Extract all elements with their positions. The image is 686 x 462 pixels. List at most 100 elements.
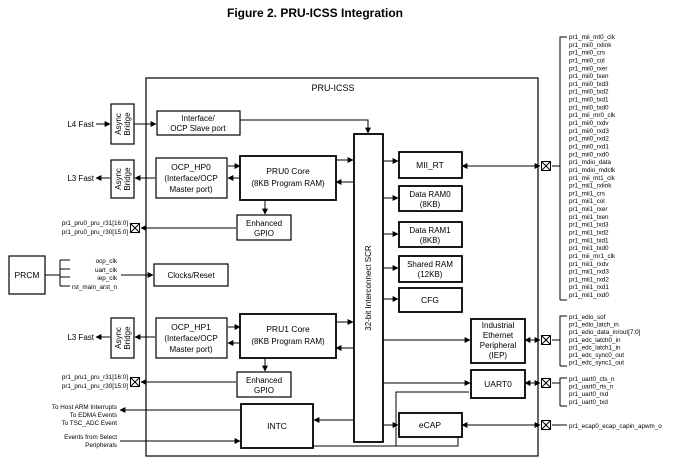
svg-text:Bridge: Bridge	[123, 112, 132, 136]
svg-text:(8KB Program RAM): (8KB Program RAM)	[251, 337, 325, 346]
mii-signal: pr1_mii0_txd1	[569, 97, 609, 104]
mii-signal: pr1_mii0_txd2	[569, 89, 609, 96]
interrupt-host-arm: To Host ARM Interrupts	[52, 404, 117, 411]
mii-signal: pr1_mdio_data	[569, 159, 612, 166]
ocp-hp1-master: OCP_HP1 (Interface/OCP Master port)	[155, 317, 228, 359]
svg-text:GPIO: GPIO	[254, 229, 274, 238]
mii-signal: pr1_mii0_rxdv	[569, 120, 609, 127]
prcm-block	[8, 255, 46, 295]
svg-text:Bridge: Bridge	[123, 167, 132, 191]
iep-block: Industrial Ethernet Peripheral (IEP)	[470, 318, 526, 364]
interrupt-edma: To EDMA Events	[70, 412, 117, 419]
clock-signal-ocp: ocp_clk	[96, 258, 118, 265]
mii-signal: pr1_mii0_rxd3	[569, 128, 609, 135]
prcm-label: PRCM	[14, 270, 39, 280]
svg-text:GPIO: GPIO	[254, 386, 274, 395]
uart-signal: pr1_uart0_rxd	[569, 391, 609, 398]
pru1-gpio-pin-icon	[130, 377, 140, 387]
mii-signal: pr1_mii0_rxd1	[569, 143, 609, 150]
pru1-r30-label: pr1_pru1_pru_r30[15:0]	[62, 383, 128, 390]
intc-label: INTC	[267, 421, 287, 431]
uart0-label: UART0	[484, 379, 512, 389]
shared-ram: Shared RAM (12KB)	[398, 255, 463, 283]
svg-text:Interface/: Interface/	[181, 114, 215, 123]
svg-text:(Interface/OCP: (Interface/OCP	[164, 334, 217, 343]
iep-pin-icon	[541, 335, 551, 345]
l3-fast-0-label: L3 Fast	[67, 174, 94, 183]
mii-signal: pr1_mii1_txd1	[569, 237, 609, 244]
mii-signal: pr1_mii0_col	[569, 57, 605, 64]
async-bridge-l3-1: Async Bridge	[110, 317, 135, 359]
mii-signal: pr1_mii1_txen	[569, 214, 609, 221]
svg-text:(12KB): (12KB)	[418, 270, 443, 279]
mii-signal: pr1_mii1_txd2	[569, 230, 609, 237]
interconnect-label: 32-bit Interconnect SCR	[364, 245, 373, 331]
uart-signal: pr1_uart0_cts_n	[569, 376, 615, 383]
mii-rt-block	[398, 151, 463, 179]
mii-signal: pr1_mii0_rxd2	[569, 136, 609, 143]
mii-signal: pr1_mii1_rxdv	[569, 261, 609, 268]
pru-icss-container	[145, 77, 539, 457]
mii-signal: pr1_mii0_txd3	[569, 81, 609, 88]
svg-text:(8KB Program RAM): (8KB Program RAM)	[251, 179, 325, 188]
uart0-block	[470, 369, 526, 399]
mii-rt-label: MII_RT	[416, 160, 444, 170]
iep-signal: pr1_edc_latch0_in	[569, 337, 621, 344]
iep-signal: pr1_edc_sync1_out	[569, 360, 624, 367]
mii-signal: pr1_mii1_txd0	[569, 245, 609, 252]
mii-signal: pr1_mii_mt1_clk	[569, 175, 616, 182]
pru0-r31-label: pr1_pru0_pru_r31[16:0]	[62, 220, 128, 227]
svg-text:(8KB): (8KB)	[420, 236, 441, 245]
clock-signal-rst: rst_main_arst_n	[72, 284, 118, 291]
mii-signal: pr1_mii1_rxd2	[569, 276, 609, 283]
pru-icss-label: PRU-ICSS	[311, 83, 354, 93]
svg-text:(8KB): (8KB)	[420, 200, 441, 209]
svg-text:Master port): Master port)	[169, 185, 212, 194]
svg-text:PRU1 Core: PRU1 Core	[266, 324, 310, 334]
pru0-r30-label: pr1_pru0_pru_r30[15:0]	[62, 229, 128, 236]
svg-text:OCP_HP1: OCP_HP1	[171, 322, 211, 332]
mii-signal: pr1_mii0_crs	[569, 50, 605, 57]
interconnect-scr	[353, 133, 384, 443]
async-bridge-l3-0: Async Bridge	[110, 159, 135, 199]
iep-signal: pr1_edio_data_in/out[7:0]	[569, 329, 641, 336]
svg-text:Peripheral: Peripheral	[480, 341, 517, 350]
figure-title: Figure 2. PRU-ICSS Integration	[227, 6, 403, 20]
mii-signal: pr1_mii1_crs	[569, 190, 605, 197]
enhanced-gpio-0: Enhanced GPIO	[236, 214, 292, 241]
mii-signal: pr1_mii0_txd0	[569, 104, 609, 111]
data-ram0: Data RAM0 (8KB)	[398, 185, 463, 212]
cfg-label: CFG	[421, 295, 439, 305]
svg-text:Data RAM1: Data RAM1	[409, 226, 451, 235]
svg-text:Enhanced: Enhanced	[246, 219, 282, 228]
ecap-signal-label: pr1_ecap0_ecap_capin_apwm_o	[569, 423, 662, 430]
svg-text:Data RAM0: Data RAM0	[409, 190, 451, 199]
pru1-core: PRU1 Core (8KB Program RAM)	[239, 313, 337, 359]
ocp-hp0-master: OCP_HP0 (Interface/OCP Master port)	[155, 157, 228, 199]
data-ram1: Data RAM1 (8KB)	[398, 221, 463, 248]
async-bridge-l4: Async Bridge	[110, 103, 135, 145]
iep-signal-list: pr1_edio_sofpr1_edio_latch_inpr1_edio_da…	[569, 314, 641, 367]
uart-signal: pr1_uart0_rts_n	[569, 384, 614, 391]
iep-signal: pr1_edio_latch_in	[569, 322, 619, 329]
events-in-line2: Peripherals	[85, 442, 117, 449]
svg-text:Ethernet: Ethernet	[483, 331, 514, 340]
ocp-slave-port: Interface/ OCP Slave port	[156, 110, 241, 136]
l3-fast-1-label: L3 Fast	[67, 333, 94, 342]
pru1-r31-label: pr1_pru1_pru_r31[16:0]	[62, 374, 128, 381]
uart-signal: pr1_uart0_txd	[569, 399, 608, 406]
svg-text:(IEP): (IEP)	[489, 351, 508, 360]
ecap-pin-icon	[541, 420, 551, 430]
clocks-reset-label: Clocks/Reset	[167, 271, 215, 280]
svg-text:Bridge: Bridge	[123, 326, 132, 350]
clock-signal-iep: iep_clk	[97, 275, 117, 282]
events-in-line1: Events from Select	[64, 434, 117, 441]
mii-signal: pr1_mii1_rxd1	[569, 284, 609, 291]
iep-signal: pr1_edio_sof	[569, 314, 606, 321]
iep-signal: pr1_edc_latch1_in	[569, 344, 621, 351]
svg-text:Shared RAM: Shared RAM	[407, 260, 453, 269]
l4-fast-label: L4 Fast	[67, 120, 94, 129]
pru0-core: PRU0 Core (8KB Program RAM)	[239, 155, 337, 201]
cfg-block	[398, 287, 463, 313]
